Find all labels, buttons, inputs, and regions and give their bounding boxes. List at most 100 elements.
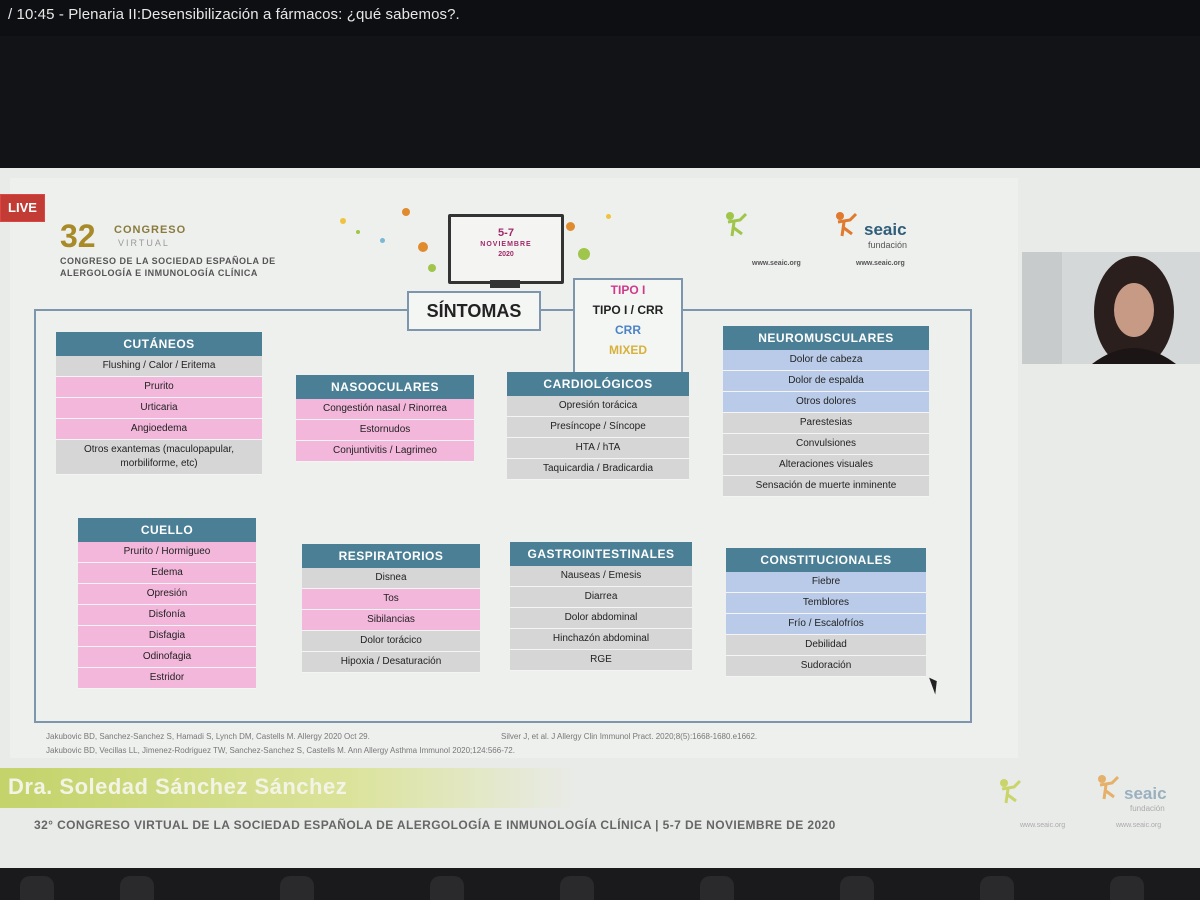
symptom-row: Dolor de espalda	[723, 371, 929, 392]
footer-text: 32° CONGRESO VIRTUAL DE LA SOCIEDAD ESPA…	[34, 818, 836, 832]
symptom-row: Sudoración	[726, 656, 926, 677]
speaker-video-icon	[1022, 252, 1200, 364]
symptom-row: Presíncope / Síncope	[507, 417, 689, 438]
symptom-row: HTA / hTA	[507, 438, 689, 459]
decor-dot-icon	[356, 230, 360, 234]
symptom-row: Hipoxia / Desaturación	[302, 652, 480, 673]
monitor-graphic: 5-7 NOVIEMBRE 2020	[448, 214, 564, 284]
symptom-row: Dolor abdominal	[510, 608, 692, 629]
sponsor-logo: www.seaic.org	[722, 210, 812, 270]
symptom-row: Prurito	[56, 377, 262, 398]
monitor-month: NOVIEMBRE	[480, 241, 532, 248]
symptom-row: Debilidad	[726, 635, 926, 656]
reference-1: Jakubovic BD, Sanchez-Sanchez S, Hamadi …	[46, 732, 370, 741]
seaic-fundacion-logo: seaic fundación www.seaic.org	[832, 210, 932, 270]
seaic-figure-icon	[1000, 779, 1022, 804]
reference-2: Silver J, et al. J Allergy Clin Immunol …	[501, 732, 758, 741]
symptom-row: Edema	[78, 563, 256, 584]
symptom-row: Sibilancias	[302, 610, 480, 631]
symptom-row: Angioedema	[56, 419, 262, 440]
symptom-row: Sensación de muerte inminente	[723, 476, 929, 497]
symptom-row: Alteraciones visuales	[723, 455, 929, 476]
legend-tipo1-crr: TIPO I / CRR	[592, 303, 664, 317]
symptom-row: Opresión torácica	[507, 396, 689, 417]
symptom-row: Parestesias	[723, 413, 929, 434]
monitor-stand	[490, 280, 520, 288]
legend-tipo1: TIPO I	[610, 283, 646, 297]
monitor-year: 2020	[498, 251, 514, 258]
reference-3: Jakubovic BD, Vecillas LL, Jimenez-Rodri…	[46, 746, 515, 755]
footer-seaic-sub: fundación	[1130, 804, 1165, 813]
congreso-number: 32	[60, 218, 96, 254]
decor-dot-icon	[566, 222, 575, 231]
congreso-subtitle-2: ALERGOLOGÍA E INMUNOLOGÍA CLÍNICA	[60, 268, 258, 278]
seaic-name: seaic	[864, 220, 907, 239]
seat	[120, 876, 154, 900]
seat	[430, 876, 464, 900]
seat	[1110, 876, 1144, 900]
audience-seats	[0, 868, 1200, 900]
symptom-row: Otros exantemas (maculopapular, morbilif…	[56, 440, 262, 475]
symptom-row: Estornudos	[296, 420, 474, 441]
legend-mixed: MIXED	[608, 343, 647, 357]
seaic-figure-icon	[726, 212, 748, 237]
sponsor2-url: www.seaic.org	[856, 260, 905, 267]
symptom-row: Flushing / Calor / Eritema	[56, 356, 262, 377]
symptom-row: Congestión nasal / Rinorrea	[296, 399, 474, 420]
symptom-row: Prurito / Hormigueo	[78, 542, 256, 563]
symptom-row: Opresión	[78, 584, 256, 605]
speaker-webcam	[1022, 252, 1200, 364]
footer-url-2: www.seaic.org	[1116, 822, 1162, 829]
symptom-row: Hinchazón abdominal	[510, 629, 692, 650]
footer-seaic-name: seaic	[1124, 784, 1167, 803]
congreso-logo: 32 CONGRESO VIRTUAL CONGRESO DE LA SOCIE…	[58, 218, 358, 278]
dark-background	[0, 36, 1200, 172]
decor-dot-icon	[380, 238, 385, 243]
speaker-banner: Dra. Soledad Sánchez Sánchez	[0, 768, 580, 808]
seaic-sub: fundación	[868, 240, 908, 250]
decor-dot-icon	[340, 218, 346, 224]
speaker-name: Dra. Soledad Sánchez Sánchez	[8, 774, 348, 799]
seaic-figure-icon	[836, 212, 858, 237]
window-title: / 10:45 - Plenaria II:Desensibilización …	[8, 6, 460, 23]
legend-crr: CRR	[615, 323, 641, 337]
window-title-bar: / 10:45 - Plenaria II:Desensibilización …	[0, 0, 1200, 36]
category-header: CUTÁNEOS	[56, 332, 262, 356]
congreso-virtual: VIRTUAL	[118, 238, 170, 248]
symptom-row: Diarrea	[510, 587, 692, 608]
decor-dot-icon	[428, 264, 436, 272]
symptom-row: Estridor	[78, 668, 256, 689]
congreso-subtitle-1: CONGRESO DE LA SOCIEDAD ESPAÑOLA DE	[60, 256, 276, 266]
monitor-dates: 5-7	[498, 227, 514, 239]
symptom-row: Frío / Escalofríos	[726, 614, 926, 635]
symptom-row: Dolor de cabeza	[723, 350, 929, 371]
symptom-row: Tos	[302, 589, 480, 610]
symptom-row: Dolor torácico	[302, 631, 480, 652]
symptom-row: Disfonía	[78, 605, 256, 626]
symptom-row: Otros dolores	[723, 392, 929, 413]
decor-dot-icon	[578, 248, 590, 260]
category-header: GASTROINTESTINALES	[510, 542, 692, 566]
footer-logos: seaic fundación www.seaic.org www.seaic.…	[990, 768, 1180, 838]
seaic-figure-icon	[1098, 775, 1120, 800]
symptom-row: RGE	[510, 650, 692, 671]
symptom-row: Conjuntivitis / Lagrimeo	[296, 441, 474, 462]
footer-url-1: www.seaic.org	[1020, 822, 1066, 829]
symptom-row: Taquicardia / Bradicardia	[507, 459, 689, 480]
category-header: CARDIOLÓGICOS	[507, 372, 689, 396]
seat	[840, 876, 874, 900]
seat	[20, 876, 54, 900]
symptom-row: Disnea	[302, 568, 480, 589]
legend: TIPO I TIPO I / CRR CRR MIXED	[573, 278, 683, 374]
category-header: NASOOCULARES	[296, 375, 474, 399]
symptom-row: Disfagia	[78, 626, 256, 647]
decor-dot-icon	[402, 208, 410, 216]
category-header: CONSTITUCIONALES	[726, 548, 926, 572]
symptom-row: Urticaria	[56, 398, 262, 419]
